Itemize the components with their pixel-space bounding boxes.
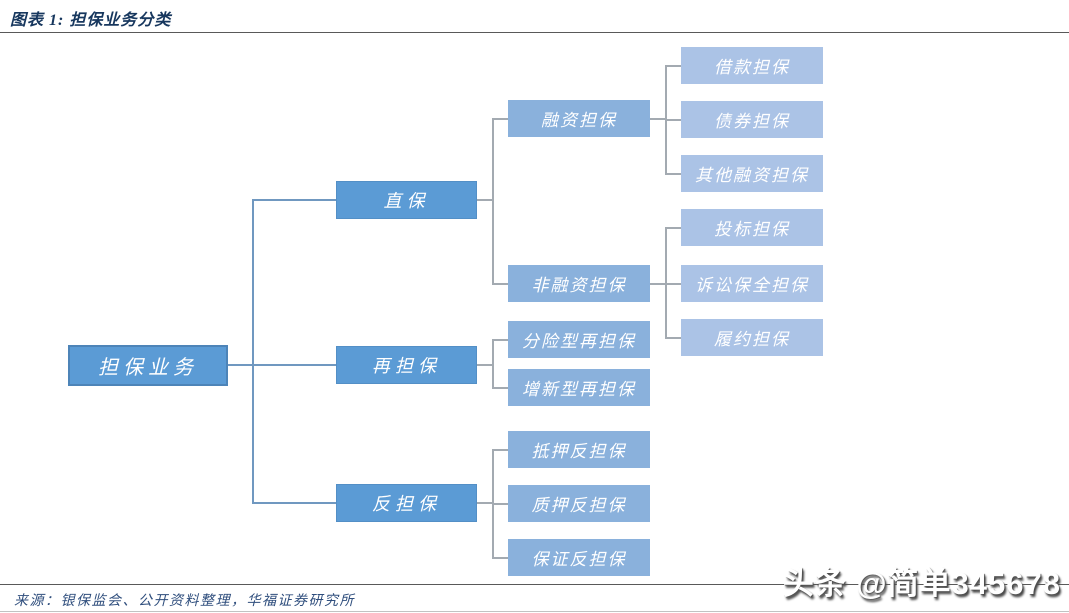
- node-loan-guarantee: 借款担保: [681, 47, 823, 84]
- connector-zaidanbao-fenxian: [492, 339, 508, 341]
- connector-zaidanbao-zengxin: [492, 387, 508, 389]
- node-bond-guarantee: 债券担保: [681, 101, 823, 138]
- connector-zhibao-trunk: [492, 118, 494, 284]
- footer-divider: [0, 584, 1069, 585]
- connector-feirongzi-toubiao: [665, 227, 681, 229]
- connector-feirongzi-susong: [665, 283, 681, 285]
- node-non-financing-guarantee: 非融资担保: [508, 265, 650, 302]
- connector-fandanbao-zhiya: [492, 503, 508, 505]
- figure-title: 图表 1: 担保业务分类: [10, 12, 172, 29]
- connector-root-fandanbao: [252, 502, 336, 504]
- toutiao-watermark: 头条 @简单345678: [782, 566, 1061, 601]
- node-surety-counter-guarantee: 保证反担保: [508, 539, 650, 576]
- node-bid-guarantee: 投标担保: [681, 209, 823, 246]
- connector-fandanbao-baozheng: [492, 557, 508, 559]
- connector-rongzi-jiekuan: [665, 65, 681, 67]
- connector-rongzi-stub: [650, 118, 665, 120]
- connector-zaidanbao-stub: [477, 364, 492, 366]
- source-note: 来源：银保监会、公开资料整理，华福证券研究所: [14, 594, 355, 609]
- connector-root-trunk: [252, 199, 254, 504]
- node-litigation-preservation-guarantee: 诉讼保全担保: [681, 265, 823, 302]
- connector-root-zhibao: [252, 199, 336, 201]
- node-other-financing-guarantee: 其他融资担保: [681, 155, 823, 192]
- title-divider: [0, 32, 1069, 33]
- connector-zhibao-stub: [477, 199, 492, 201]
- node-direct-guarantee: 直保: [336, 181, 477, 219]
- connector-feirongzi-lvyue: [665, 337, 681, 339]
- connector-zaidanbao-trunk: [492, 339, 494, 388]
- connector-feirongzi-trunk: [665, 227, 667, 338]
- connector-root-zaidanbao: [228, 364, 336, 366]
- node-risk-sharing-re-guarantee: 分险型再担保: [508, 321, 650, 358]
- node-counter-guarantee: 反担保: [336, 484, 477, 522]
- connector-rongzi-zhaiquan: [665, 119, 681, 121]
- node-re-guarantee: 再担保: [336, 346, 477, 384]
- node-mortgage-counter-guarantee: 抵押反担保: [508, 431, 650, 468]
- node-performance-guarantee: 履约担保: [681, 319, 823, 356]
- node-guarantee-business: 担保业务: [68, 345, 228, 386]
- connector-fandanbao-diya: [492, 449, 508, 451]
- connector-fandanbao-stub: [477, 502, 492, 504]
- node-credit-enhance-re-guarantee: 增新型再担保: [508, 369, 650, 406]
- node-financing-guarantee: 融资担保: [508, 100, 650, 137]
- bottom-border: [0, 611, 1069, 612]
- node-pledge-counter-guarantee: 质押反担保: [508, 485, 650, 522]
- connector-zhibao-feirongzi: [492, 283, 508, 285]
- connector-rongzi-qita: [665, 173, 681, 175]
- connector-feirongzi-stub: [650, 283, 665, 285]
- connector-zhibao-rongzi: [492, 118, 508, 120]
